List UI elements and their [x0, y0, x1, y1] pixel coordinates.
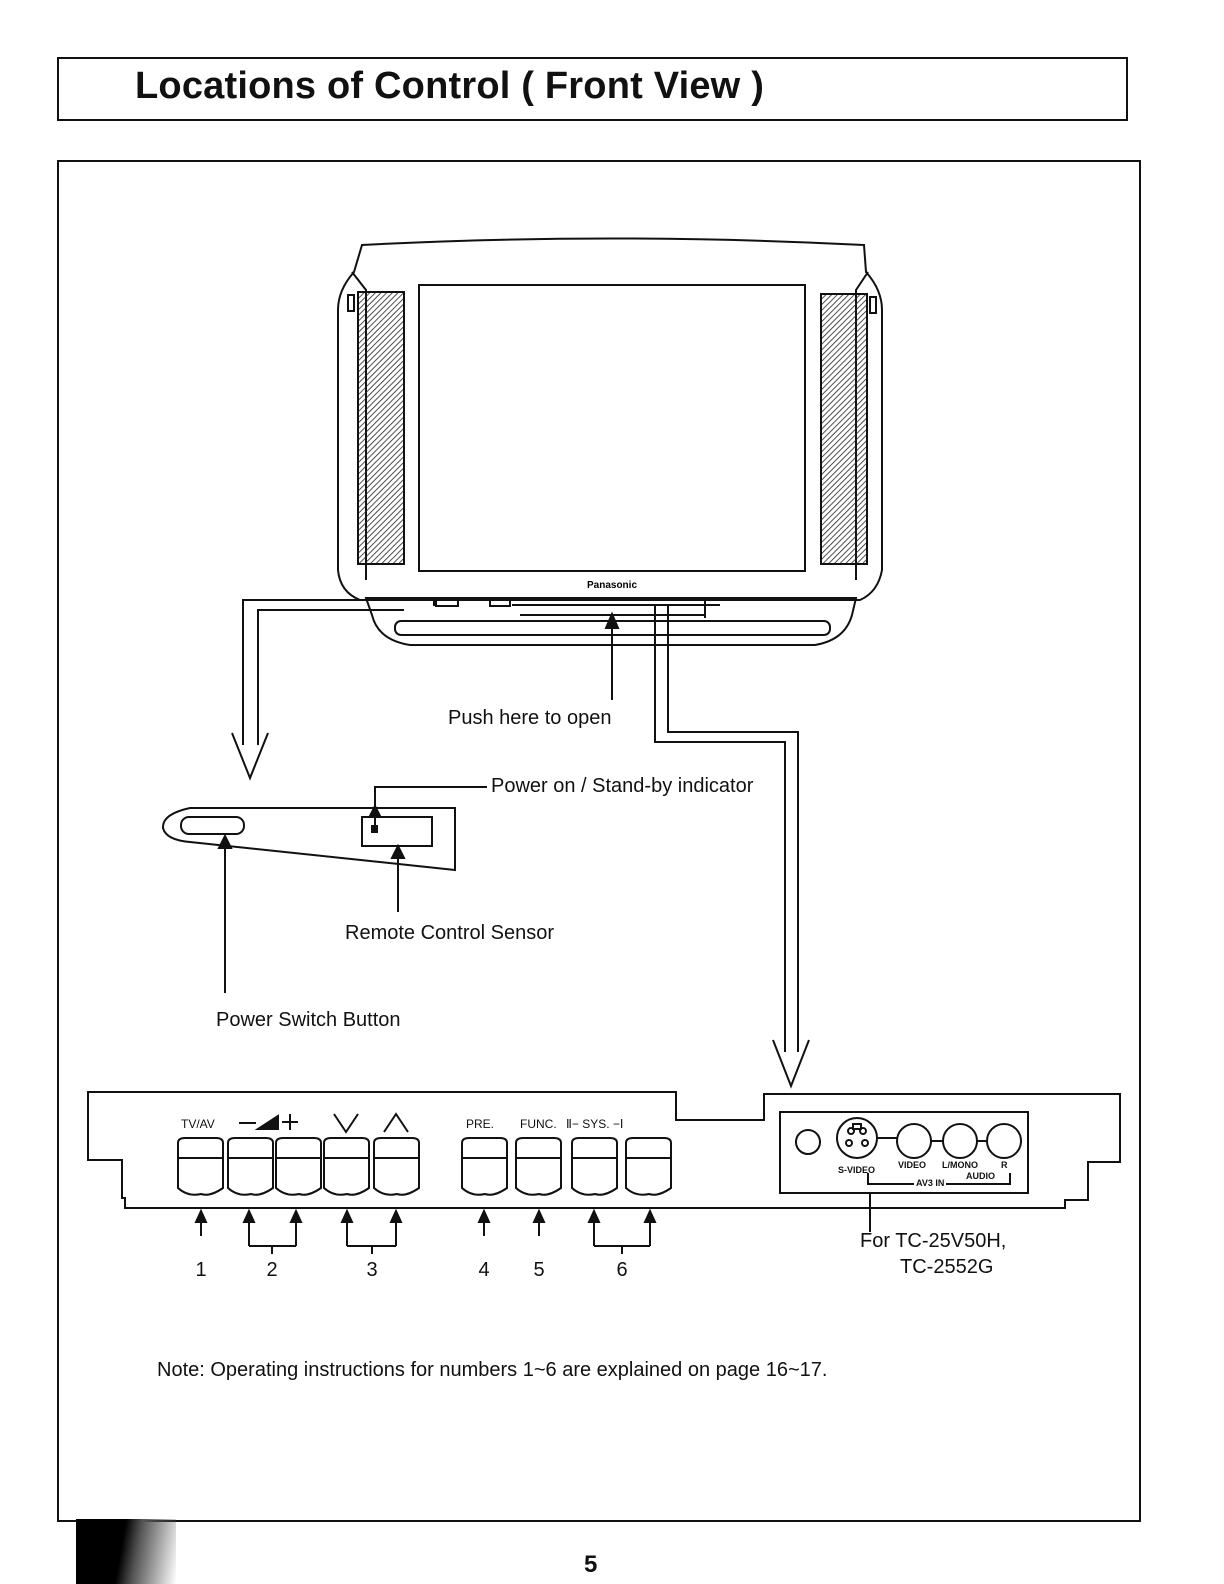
left-speaker-grille: [357, 291, 405, 565]
remote-sensor-label: Remote Control Sensor: [345, 922, 554, 944]
video-label: VIDEO: [898, 1160, 927, 1170]
footnote: Note: Operating instructions for numbers…: [157, 1359, 828, 1381]
panel-button-1: [177, 1137, 224, 1196]
page-title: Locations of Control ( Front View ): [135, 65, 765, 107]
power-switch-button: [180, 816, 245, 835]
av3-in-label: AV3 IN: [914, 1178, 947, 1188]
panel-button-pre: [461, 1137, 508, 1196]
model-label-1: For TC-25V50H,: [860, 1230, 1007, 1252]
av-input-box: [779, 1111, 1029, 1194]
right-speaker-grille: [820, 293, 868, 565]
callout-1: 1: [195, 1259, 207, 1281]
push-here-label: Push here to open: [448, 707, 612, 729]
callout-5: 5: [533, 1259, 545, 1281]
callout-arrows: [194, 1208, 657, 1254]
panel-button-sys-1: [625, 1137, 672, 1196]
right-leader-arrow: [654, 605, 810, 1089]
power-switch-label: Power Switch Button: [216, 1009, 401, 1031]
title-box: Locations of Control ( Front View ): [57, 57, 1128, 121]
scan-mark: [76, 1519, 176, 1584]
power-indicator-label: Power on / Stand-by indicator: [491, 775, 754, 797]
push-here-arrow: [604, 611, 620, 700]
panel-button-channel-up: [373, 1137, 420, 1196]
panel-button-sys-2: [571, 1137, 618, 1196]
func-label: FUNC.: [520, 1117, 557, 1131]
left-leader-arrow: [231, 599, 404, 781]
panel-glyphs: [239, 1112, 409, 1134]
panel-button-volume-up: [275, 1137, 322, 1196]
callout-6: 6: [616, 1259, 628, 1281]
diagram-frame: [57, 160, 1141, 1522]
panel-button-channel-down: [323, 1137, 370, 1196]
l-mono-label: L/MONO: [942, 1160, 978, 1170]
model-label-2: TC-2552G: [900, 1256, 994, 1278]
page-number: 5: [584, 1551, 598, 1578]
sys-label: Ⅱ− SYS. −Ⅰ: [566, 1117, 624, 1131]
panel-button-volume-down: [227, 1137, 274, 1196]
video-jack: [896, 1123, 932, 1159]
power-panel: [161, 786, 487, 993]
tvav-label: TV/AV: [181, 1117, 215, 1131]
audio-label: AUDIO: [966, 1171, 995, 1181]
panel-button-func: [515, 1137, 562, 1196]
brand-logo: Panasonic: [587, 580, 637, 591]
r-label: R: [1001, 1160, 1008, 1170]
callout-3: 3: [366, 1259, 378, 1281]
pre-label: PRE.: [466, 1117, 495, 1131]
headphone-jack: [795, 1129, 821, 1155]
audio-r-jack: [986, 1123, 1022, 1159]
callout-2: 2: [266, 1259, 278, 1281]
indicator-led: [371, 825, 378, 833]
s-video-label: S-VIDEO: [838, 1165, 876, 1175]
control-panel: [87, 1091, 1121, 1232]
callout-4: 4: [478, 1259, 490, 1281]
audio-l-jack: [942, 1123, 978, 1159]
